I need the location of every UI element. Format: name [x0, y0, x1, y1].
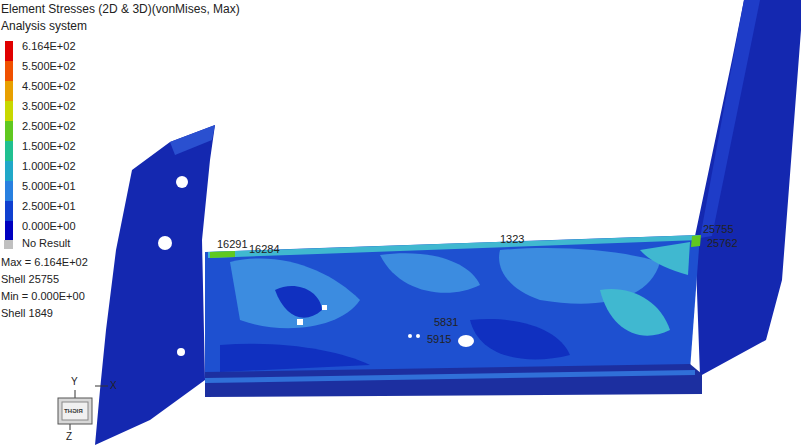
legend-value: 4.500E+02: [22, 80, 76, 93]
plot-title: Element Stresses (2D & 3D)(vonMises, Max…: [1, 2, 240, 16]
element-id: 1323: [500, 233, 524, 246]
pillar-edge: [700, 0, 760, 238]
element-id: 16291: [217, 238, 248, 251]
legend-swatch: [5, 201, 13, 221]
bottom-rail: [205, 364, 702, 397]
middle-panel: [205, 235, 700, 378]
legend-value: 2.500E+02: [22, 120, 76, 133]
legend-value: 6.164E+02: [22, 40, 76, 53]
min-element: Shell 1849: [1, 307, 53, 320]
rail-stripe: [205, 370, 695, 383]
stress-contour: [220, 344, 370, 372]
legend-swatch: [5, 141, 13, 161]
view-cube-text: RIGHT: [64, 407, 83, 415]
legend-value: 2.500E+01: [22, 200, 76, 213]
max-value: Max = 6.164E+02: [1, 256, 88, 269]
legend-value: 5.500E+02: [22, 60, 76, 73]
stress-contour: [275, 286, 322, 318]
hole: [322, 305, 327, 310]
legend-value: No Result: [22, 237, 70, 250]
element-id: 5915: [427, 333, 451, 346]
hole: [458, 335, 474, 347]
legend-value: 1.500E+02: [22, 140, 76, 153]
element-id: 5831: [434, 316, 458, 329]
stress-contour: [470, 319, 570, 359]
hole: [416, 334, 420, 338]
hole: [408, 334, 412, 338]
top-edge: [208, 235, 700, 258]
stress-contour: [230, 258, 360, 328]
legend-swatch: [5, 221, 13, 241]
legend-swatch: [5, 81, 13, 101]
view-cube: [58, 398, 92, 424]
legend-swatch: [5, 121, 13, 141]
stress-contour: [600, 289, 670, 336]
legend-value: 0.000E+00: [22, 220, 76, 233]
hole: [158, 236, 172, 250]
flange-edge: [170, 125, 215, 155]
hot-spot: [210, 251, 235, 258]
axis-label: X: [110, 380, 117, 392]
max-element: Shell 25755: [1, 273, 59, 286]
min-value: Min = 0.000E+00: [1, 290, 85, 303]
hole: [177, 348, 185, 356]
view-cube-face: [62, 402, 88, 420]
hole: [297, 319, 303, 325]
axis-label: Y: [71, 376, 78, 388]
axis-line: [75, 390, 76, 398]
legend-value: 5.000E+01: [22, 180, 76, 193]
subtitle: Analysis system: [1, 19, 87, 33]
legend-value: 1.000E+02: [22, 160, 76, 173]
element-id: 25755: [703, 223, 734, 236]
element-id: 25762: [707, 237, 738, 250]
left-flange: [95, 125, 215, 445]
hot-spot: [691, 235, 701, 247]
right-pillar: [695, 0, 801, 376]
legend-swatch: [4, 240, 13, 249]
legend-swatch: [5, 41, 13, 61]
axis-label: Z: [66, 431, 72, 443]
legend-swatch: [5, 101, 13, 121]
legend-swatch: [5, 61, 13, 81]
axis-line: [95, 386, 108, 387]
element-id: 16284: [249, 243, 280, 256]
stress-contour: [380, 253, 480, 293]
legend-swatch: [5, 161, 13, 181]
legend-swatch: [5, 181, 13, 201]
stress-contour: [640, 242, 690, 275]
legend-value: 3.500E+02: [22, 100, 76, 113]
hole: [176, 176, 188, 188]
